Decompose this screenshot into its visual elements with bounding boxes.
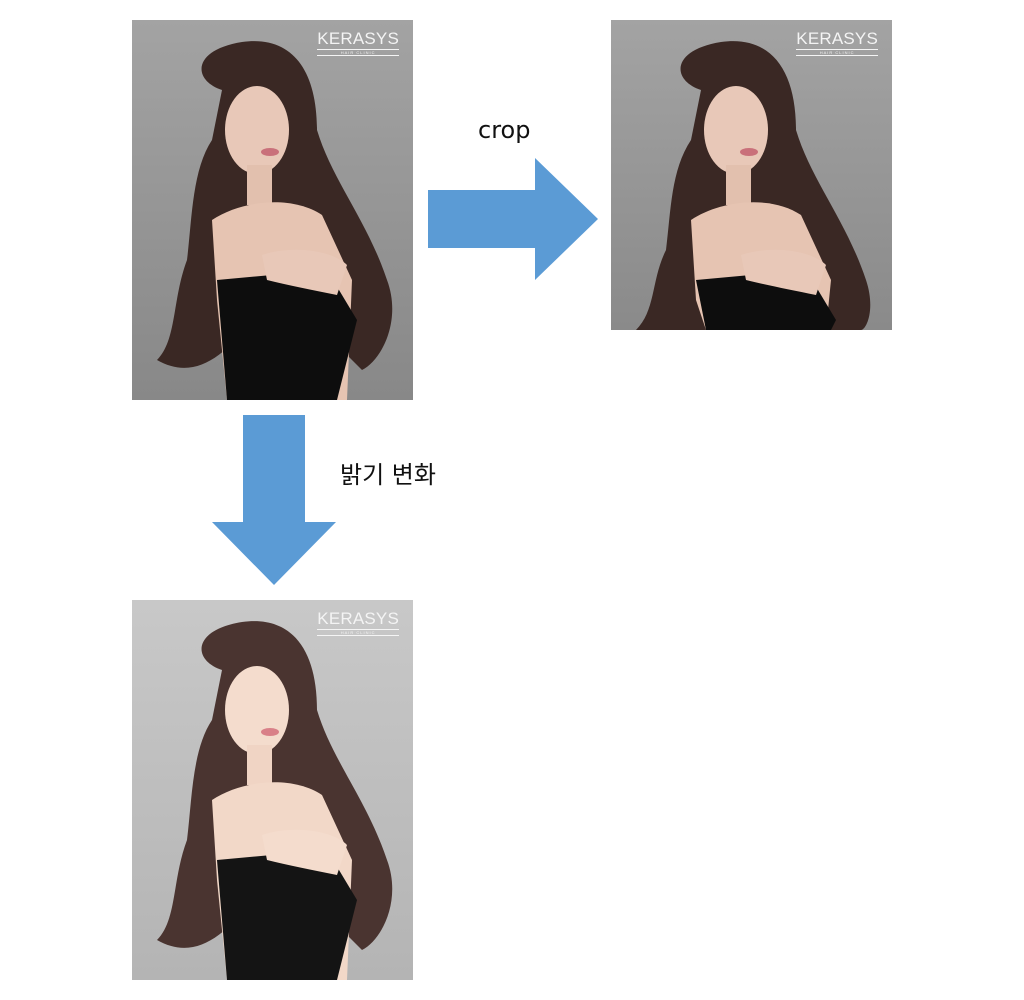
original-photo: KERASYS HAIR CLINIC: [132, 20, 413, 400]
logo-brand: KERASYS: [796, 29, 878, 48]
logo-brand: KERASYS: [317, 609, 399, 628]
kerasys-logo: KERASYS HAIR CLINIC: [796, 30, 878, 56]
brightened-photo: KERASYS HAIR CLINIC: [132, 600, 413, 980]
down-arrow: [212, 415, 336, 585]
logo-tagline: HAIR CLINIC: [796, 49, 878, 56]
logo-brand: KERASYS: [317, 29, 399, 48]
right-arrow: [428, 158, 598, 280]
portrait-image-cropped: [611, 20, 892, 330]
cropped-photo: KERASYS HAIR CLINIC: [611, 20, 892, 330]
kerasys-logo: KERASYS HAIR CLINIC: [317, 30, 399, 56]
brightness-label: 밝기 변화: [340, 461, 436, 489]
kerasys-logo: KERASYS HAIR CLINIC: [317, 610, 399, 636]
portrait-image: [132, 20, 413, 400]
crop-label: crop: [478, 116, 531, 144]
portrait-image-bright: [132, 600, 413, 980]
logo-tagline: HAIR CLINIC: [317, 629, 399, 636]
logo-tagline: HAIR CLINIC: [317, 49, 399, 56]
